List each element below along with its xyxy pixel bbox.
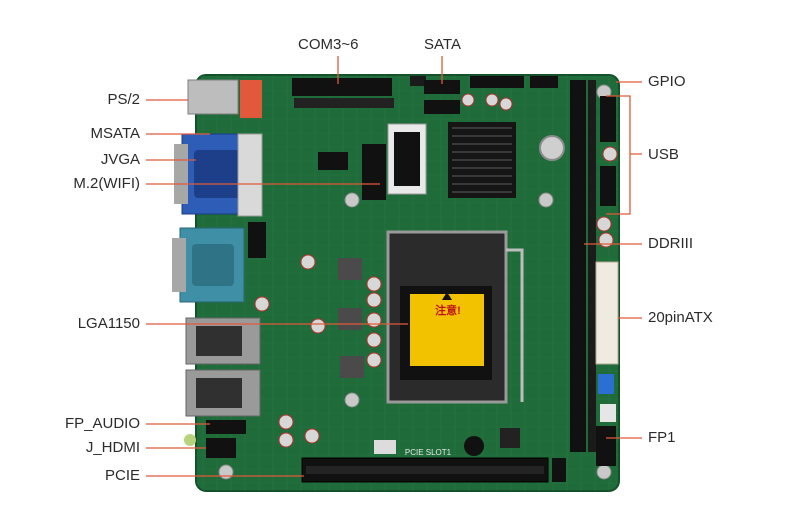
ethernet-port-1 <box>185 317 261 365</box>
msata-slot <box>387 123 427 195</box>
ps2-port <box>187 79 262 118</box>
pcie-slot-label: PCIE SLOT1 <box>405 448 452 457</box>
buzzer <box>464 436 484 456</box>
vrm-chokes <box>338 258 364 378</box>
fp1-header <box>596 426 616 466</box>
label-ddriii: DDRIII <box>648 235 693 252</box>
label-gpio: GPIO <box>648 73 686 90</box>
sata-ports <box>424 80 460 114</box>
vga-bracket <box>237 133 263 217</box>
capacitors-top <box>461 93 513 111</box>
chip-small <box>318 152 348 170</box>
vrm-capacitors <box>254 146 618 448</box>
com-headers <box>292 76 426 108</box>
cpu-socket: 注意! <box>386 230 524 404</box>
leader-lines <box>146 56 642 477</box>
label-20pinatx: 20pinATX <box>648 309 713 326</box>
label-fp-audio: FP_AUDIO <box>64 415 140 432</box>
label-m2-wifi: M.2(WIFI) <box>73 175 140 192</box>
chipset-heatsink <box>448 122 516 198</box>
label-pcie: PCIE <box>104 467 140 484</box>
label-fp1: FP1 <box>648 429 676 446</box>
hdmi-header <box>184 434 236 458</box>
warning-title: 注意! <box>435 303 461 317</box>
pcie-slot <box>301 457 566 483</box>
fan-header <box>600 404 616 422</box>
label-lga1150: LGA1150 <box>77 315 140 332</box>
com-port <box>172 227 245 303</box>
chip-bottom <box>500 428 520 448</box>
usb-header-2 <box>600 166 616 206</box>
label-jvga: JVGA <box>100 151 140 168</box>
m2-slot <box>362 144 386 200</box>
fp-audio-header <box>206 420 246 434</box>
leader-usb <box>606 95 642 215</box>
usb-header-1 <box>600 96 616 142</box>
memory-slot <box>570 80 596 452</box>
small-connector <box>374 440 396 454</box>
header-left <box>248 222 266 258</box>
ethernet-port-2 <box>185 369 261 417</box>
header-top-right-2 <box>530 76 558 88</box>
socket-lever <box>506 248 524 402</box>
label-sata: SATA <box>424 36 461 53</box>
coin-battery <box>539 135 565 161</box>
header-top-right <box>470 76 524 88</box>
label-usb: USB <box>648 146 679 163</box>
atx-power-connector <box>595 261 619 365</box>
label-msata: MSATA <box>90 125 140 142</box>
jumper-blue <box>598 374 614 394</box>
warning-sticker <box>410 294 484 366</box>
label-com3-6: COM3~6 <box>298 36 359 53</box>
label-j-hdmi: J_HDMI <box>85 439 140 456</box>
label-ps2: PS/2 <box>107 91 140 108</box>
